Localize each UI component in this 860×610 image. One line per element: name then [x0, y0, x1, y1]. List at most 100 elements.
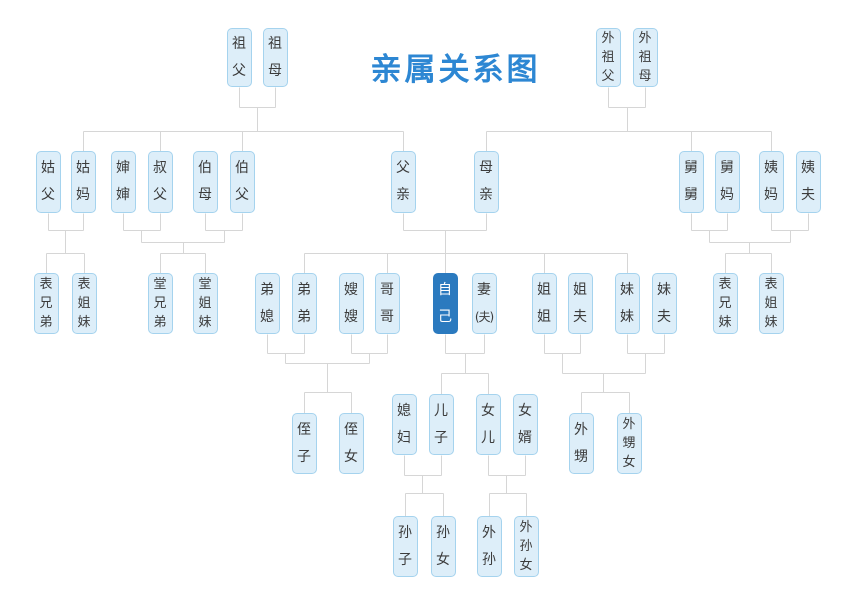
node-label: 婶: [116, 160, 130, 176]
node-label: 妹: [718, 315, 732, 330]
node-label: 父: [235, 187, 249, 203]
node-sunnv: 孙女: [430, 516, 456, 577]
node-label: 妹: [620, 281, 634, 298]
node-label: 舅: [684, 160, 698, 176]
node-label: 弟: [39, 315, 53, 330]
node-label: 姨: [801, 160, 815, 176]
node-label: 女: [481, 402, 495, 419]
node-label: 弟: [260, 281, 274, 298]
node-yima: 姨妈: [758, 151, 784, 213]
diagram-title: 亲属关系图: [370, 52, 541, 88]
node-shenshen: 婶婶: [110, 151, 136, 213]
node-label: 弟: [297, 281, 311, 298]
node-biaoxiongmei: 表兄妹: [712, 273, 738, 334]
node-label: 表: [39, 277, 53, 292]
node-label: 婿: [518, 429, 532, 446]
node-label: 侄: [344, 421, 358, 438]
node-muqin: 母亲: [473, 151, 499, 213]
node-label: 弟: [153, 315, 167, 330]
node-jiujiu: 舅舅: [678, 151, 704, 213]
node-gufu: 姑父: [35, 151, 61, 213]
node-label: 姐: [573, 281, 587, 298]
node-label: 自: [438, 281, 452, 298]
node-label: 妹: [198, 315, 212, 330]
node-label: 父: [396, 160, 410, 176]
node-label: 嫂: [344, 281, 358, 298]
node-label: 兄: [718, 296, 732, 311]
node-label: 表: [764, 277, 778, 292]
node-label: 兄: [39, 296, 53, 311]
node-label: 妻: [477, 281, 491, 298]
node-label: 妈: [76, 187, 90, 203]
node-label: 儿: [434, 402, 448, 419]
node-guma: 姑妈: [70, 151, 96, 213]
node-label: 伯: [235, 160, 249, 176]
node-label: 姐: [764, 296, 778, 311]
node-waisheng: 外甥: [568, 413, 594, 474]
node-label: 子: [297, 448, 311, 465]
node-label: 子: [434, 429, 448, 446]
node-label: 弟: [297, 308, 311, 325]
node-didi: 弟弟: [291, 273, 317, 334]
node-erzi: 儿子: [428, 394, 454, 455]
node-label: 女: [519, 558, 533, 573]
node-jiejie: 姐姐: [531, 273, 557, 334]
node-bofu: 伯父: [229, 151, 255, 213]
node-biaojiemei-right: 表姐妹: [758, 273, 784, 334]
node-label: 母: [638, 69, 652, 84]
node-label: (夫): [474, 309, 494, 324]
node-label: 舅: [720, 160, 734, 176]
node-label: 甥: [622, 436, 636, 451]
node-label: 妈: [720, 187, 734, 203]
node-label: 姐: [77, 296, 91, 311]
node-label: 外: [574, 421, 588, 438]
node-zufu: 祖父: [226, 28, 252, 87]
node-meifu: 妹夫: [651, 273, 677, 334]
node-label: 外: [638, 31, 652, 46]
node-jiefu: 姐夫: [567, 273, 593, 334]
node-waisun: 外孙: [476, 516, 502, 577]
node-waisunnv: 外孙女: [513, 516, 539, 577]
node-label: 祖: [268, 35, 282, 52]
node-label: 妇: [397, 429, 411, 446]
node-label: 女: [622, 455, 636, 470]
node-label: 儿: [481, 429, 495, 446]
node-label: 舅: [684, 187, 698, 203]
node-sunzi: 孙子: [392, 516, 418, 577]
node-label: 妈: [764, 187, 778, 203]
node-label: 父: [41, 187, 55, 203]
node-label: 表: [718, 277, 732, 292]
node-label: 祖: [232, 35, 246, 52]
node-label: 妹: [77, 315, 91, 330]
node-label: 夫: [801, 187, 815, 203]
node-label: 母: [268, 62, 282, 79]
node-label: 表: [77, 277, 91, 292]
node-label: 母: [198, 187, 212, 203]
node-label: 孙: [482, 551, 496, 568]
node-label: 媳: [260, 308, 274, 325]
node-label: 外: [482, 524, 496, 541]
node-label: 叔: [153, 160, 167, 176]
node-label: 外: [622, 417, 636, 432]
node-label: 孙: [398, 524, 412, 541]
node-label: 孙: [519, 539, 533, 554]
node-label: 姐: [537, 281, 551, 298]
node-label: 女: [436, 551, 450, 568]
node-label: 妹: [764, 315, 778, 330]
node-label: 亲: [479, 187, 493, 203]
node-label: 甥: [574, 448, 588, 465]
node-label: 祖: [601, 50, 615, 65]
node-label: 姨: [764, 160, 778, 176]
node-fuqin: 父亲: [390, 151, 416, 213]
node-yifu: 姨夫: [795, 151, 821, 213]
node-label: 嫂: [344, 308, 358, 325]
node-label: 女: [344, 448, 358, 465]
node-waizumu: 外祖母: [632, 28, 658, 87]
node-zhinv: 侄女: [338, 413, 364, 474]
node-label: 堂: [153, 277, 167, 292]
node-meimei: 妹妹: [614, 273, 640, 334]
node-label: 祖: [638, 50, 652, 65]
node-nver: 女儿: [475, 394, 501, 455]
node-label: 外: [601, 31, 615, 46]
